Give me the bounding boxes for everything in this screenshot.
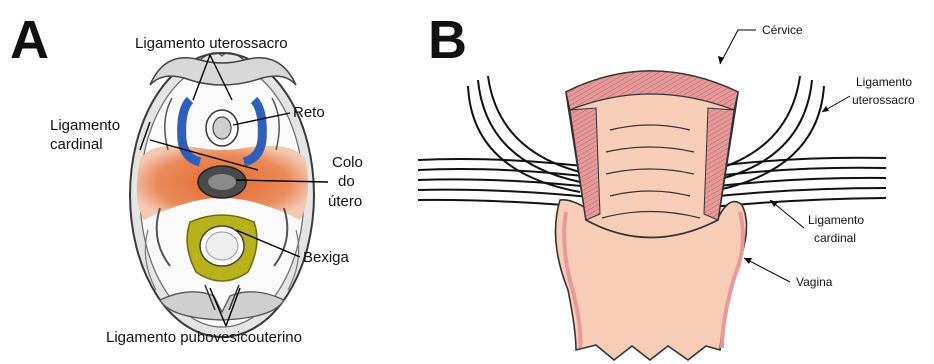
panel-a: A: [10, 10, 363, 346]
label-uterosacral-a: Ligamento uterossacro: [135, 35, 288, 52]
label-uterosacral-b-2: uterossacro: [852, 93, 915, 107]
label-cervix-a-2: do: [338, 173, 355, 190]
label-uterosacral-b-1: Ligamento: [856, 75, 912, 89]
label-cardinal-b-1: Ligamento: [808, 213, 864, 227]
panel-b-letter: B: [428, 10, 467, 70]
label-cardinal-a-1: Ligamento: [50, 117, 120, 134]
panel-a-letter: A: [10, 10, 49, 70]
panel-b: B: [418, 10, 915, 360]
label-pubovesical: Ligamento pubovesicouterino: [106, 329, 302, 346]
label-cervix-b: Cérvice: [762, 23, 803, 37]
label-cervix-a-3: útero: [328, 193, 362, 210]
label-bladder: Bexiga: [303, 249, 350, 266]
pelvis-illustration: [130, 53, 314, 337]
rectum: [213, 117, 231, 139]
label-cervix-a-1: Colo: [332, 154, 363, 171]
label-vagina: Vagina: [796, 275, 833, 289]
label-rectum: Reto: [293, 104, 325, 121]
label-cardinal-a-2: cardinal: [50, 136, 103, 153]
label-cardinal-b-2: cardinal: [814, 231, 856, 245]
